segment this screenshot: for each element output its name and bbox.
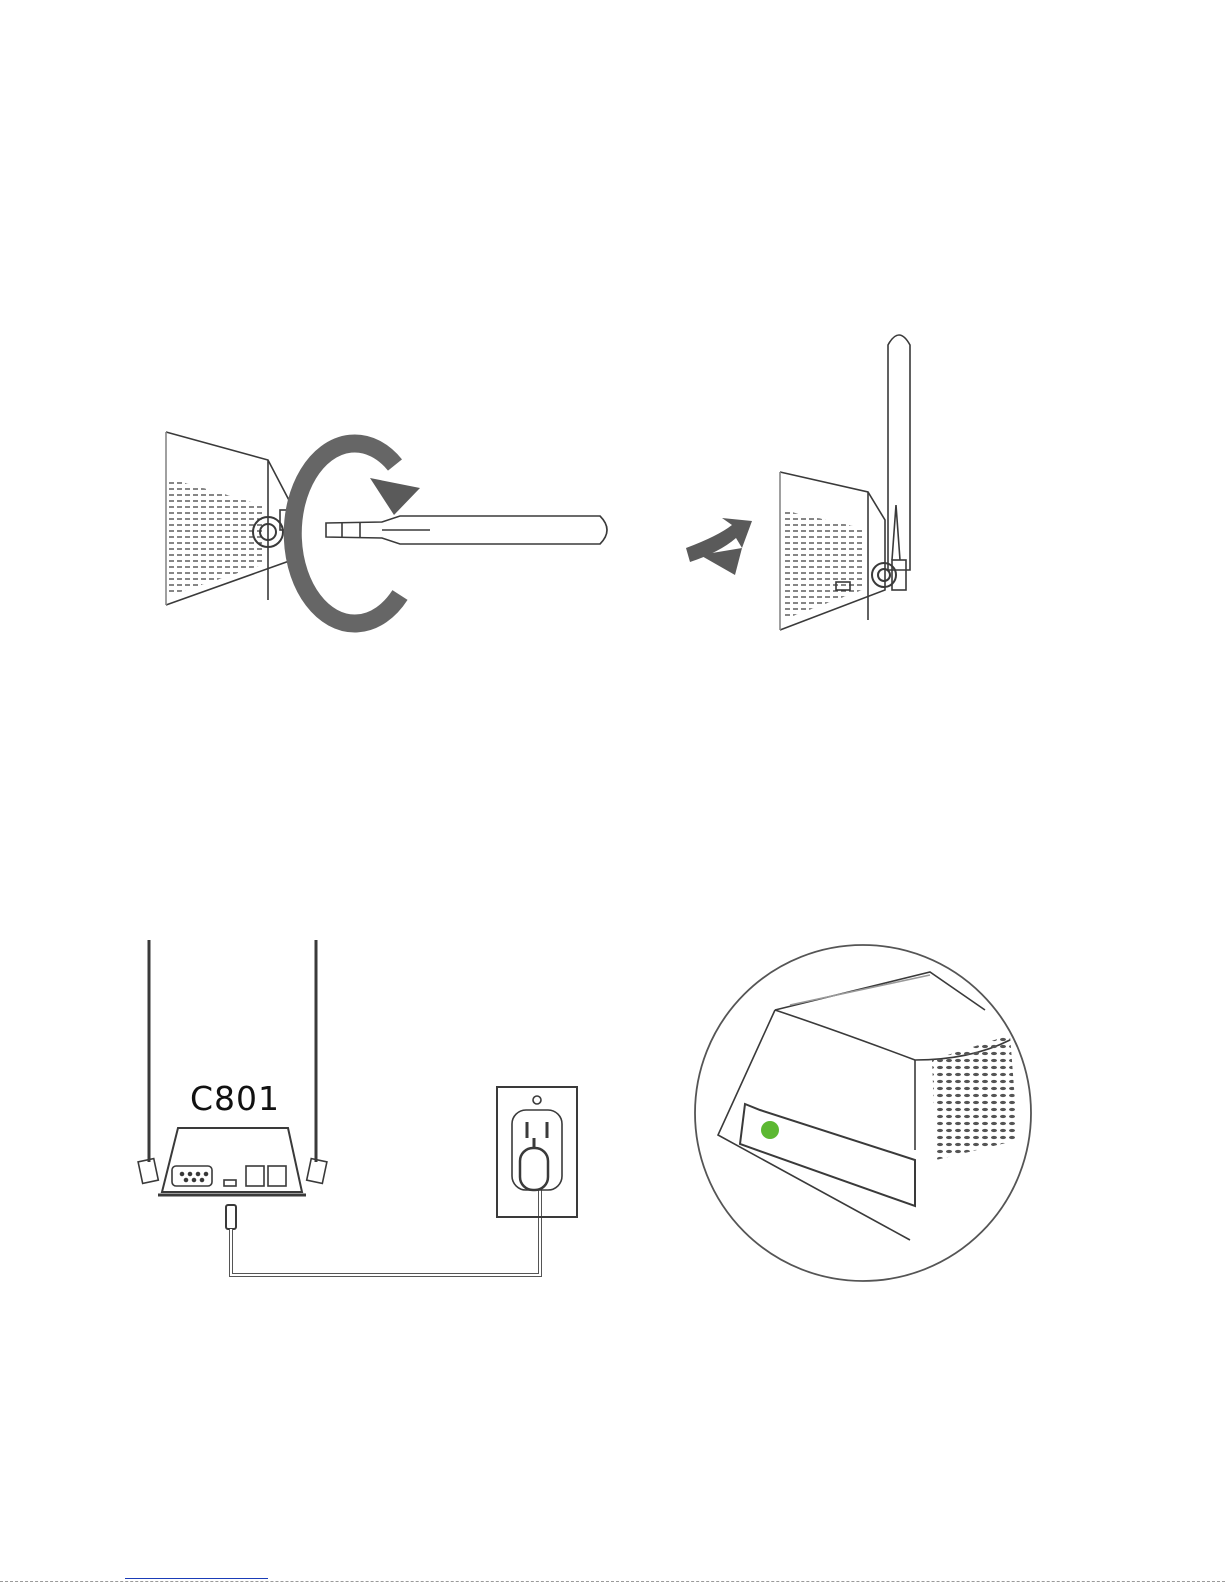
page-break-rule	[0, 1581, 1225, 1582]
antenna-attached-illustration	[780, 335, 910, 630]
antenna-screw-illustration	[166, 432, 607, 623]
device-model-label: C801	[190, 1082, 280, 1115]
footnote-separator	[125, 1578, 268, 1579]
status-led-closeup-illustration	[695, 945, 1031, 1281]
status-led-indicator	[761, 1121, 779, 1139]
rotate-arrow-icon	[293, 443, 400, 623]
next-step-arrow-icon	[686, 518, 752, 575]
